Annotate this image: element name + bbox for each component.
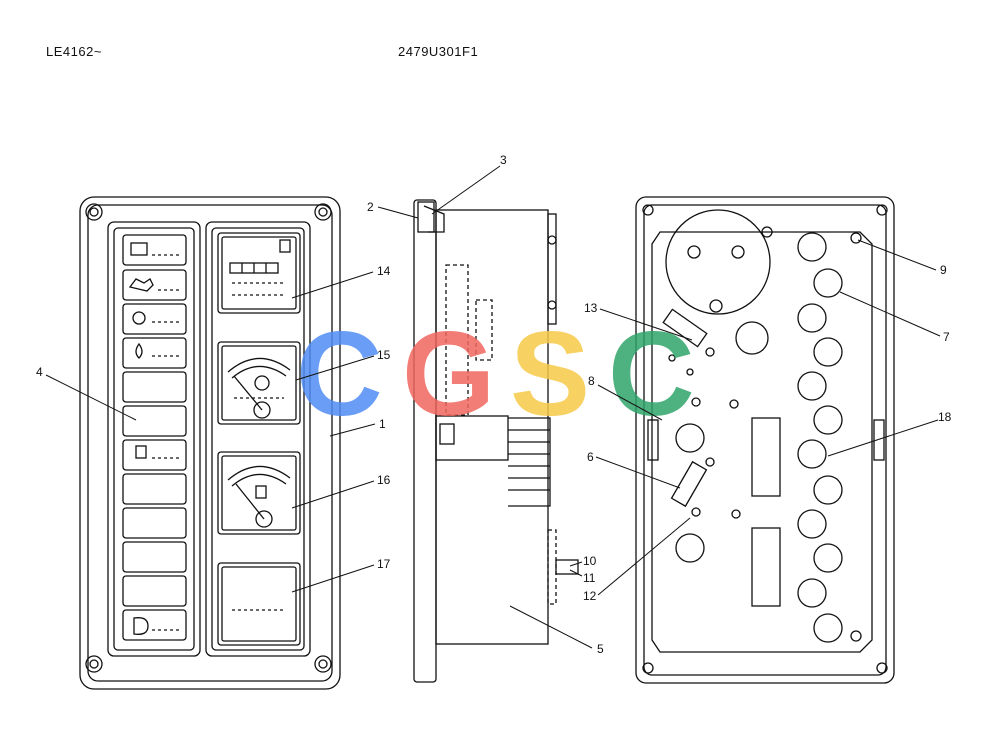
indicator-lamps (122, 234, 187, 641)
callout-17: 17 (377, 557, 391, 571)
temperature-icon (132, 311, 180, 325)
callout-9: 9 (940, 263, 947, 277)
callout-12: 12 (583, 589, 597, 603)
watermark-letter-2: G (402, 307, 495, 441)
watermark: C G S C (296, 307, 695, 441)
battery-icon (130, 242, 180, 256)
callout-11: 11 (583, 571, 596, 585)
callout-8: 8 (588, 374, 595, 388)
fuel-drop-icon (135, 342, 180, 359)
drawing-number: 2479U301F1 (398, 44, 479, 59)
callout-5: 5 (597, 642, 604, 656)
watermark-letter-1: C (296, 307, 383, 441)
leader-lines (45, 165, 941, 649)
fuel-gauge (217, 451, 301, 535)
front-view (79, 196, 341, 690)
callout-18: 18 (938, 410, 952, 424)
callout-4: 4 (36, 365, 43, 379)
callout-1: 1 (379, 417, 386, 431)
rear-view (635, 196, 895, 684)
callout-10: 10 (583, 554, 597, 568)
callout-13: 13 (584, 301, 598, 315)
connector-sockets (675, 232, 843, 643)
fuel-pump-icon (135, 445, 180, 459)
callout-3: 3 (500, 153, 507, 167)
callout-14: 14 (377, 264, 391, 278)
callout-16: 16 (377, 473, 391, 487)
callout-6: 6 (587, 450, 594, 464)
side-view (413, 199, 579, 683)
oil-pressure-icon (128, 278, 180, 292)
watermark-letter-4: C (608, 307, 695, 441)
hour-meter (217, 232, 301, 314)
callout-15: 15 (377, 348, 391, 362)
callout-7: 7 (943, 330, 950, 344)
callout-numbers: 1 2 3 4 5 6 7 8 9 10 11 12 13 14 15 16 1… (36, 153, 952, 656)
headlight-icon (133, 617, 180, 635)
temperature-gauge (217, 341, 301, 425)
drawing-code: LE4162~ (46, 44, 102, 59)
callout-2: 2 (367, 200, 374, 214)
blank-module (217, 562, 301, 646)
watermark-letter-3: S (510, 307, 590, 441)
